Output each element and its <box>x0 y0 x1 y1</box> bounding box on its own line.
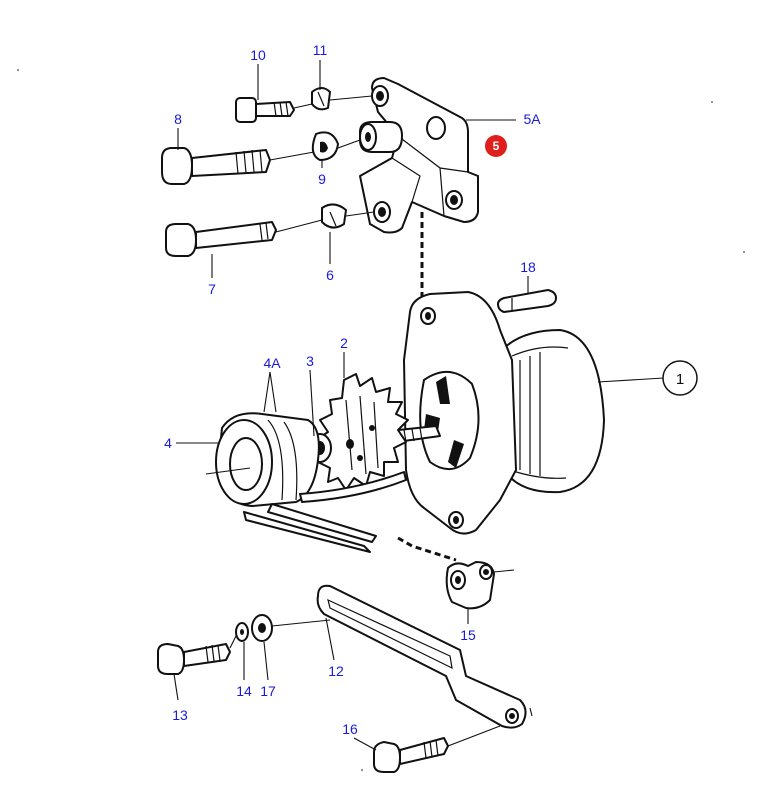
callouts: 1 2 3 4A 4 5A 5 6 7 8 9 10 <box>164 42 698 751</box>
washer-9 <box>311 131 339 161</box>
bracket-15 <box>445 561 515 610</box>
callout-18: 18 <box>520 259 536 275</box>
bolt-16 <box>373 725 501 773</box>
callout-circle-1 <box>662 360 698 396</box>
callout-8: 8 <box>174 111 182 127</box>
washer-11 <box>311 87 331 111</box>
callout-badge-5 <box>485 135 507 157</box>
washer-6 <box>321 203 347 229</box>
callout-14: 14 <box>236 683 252 699</box>
pulley-4 <box>205 412 320 507</box>
callout-5A: 5A <box>523 111 541 127</box>
bolt-10 <box>235 97 295 123</box>
tension-bar-12 <box>316 584 533 729</box>
callout-11: 11 <box>313 42 328 58</box>
washer-17 <box>251 614 273 642</box>
assembly-line-lower <box>397 536 457 562</box>
callout-7: 7 <box>208 281 216 297</box>
callout-2: 2 <box>340 335 348 351</box>
callout-6: 6 <box>326 267 334 283</box>
callout-9: 9 <box>318 171 326 187</box>
alternator <box>379 291 605 535</box>
fan-2 <box>315 373 409 491</box>
pin-18 <box>497 289 557 313</box>
bolt-8 <box>161 147 271 185</box>
bolt-13 <box>157 643 231 675</box>
washer-14 <box>235 622 249 642</box>
callout-5: 5 <box>493 139 500 153</box>
scan-specks <box>17 69 745 771</box>
callout-15: 15 <box>460 627 476 643</box>
callout-13: 13 <box>172 707 188 723</box>
callout-3: 3 <box>306 353 314 369</box>
bolt-7 <box>165 221 277 257</box>
drive-belt <box>243 471 407 553</box>
callout-17: 17 <box>260 683 276 699</box>
callout-12: 12 <box>328 663 344 679</box>
callout-10: 10 <box>250 47 266 63</box>
callout-1: 1 <box>676 371 684 388</box>
callout-4: 4 <box>164 435 172 451</box>
callout-4A: 4A <box>263 355 281 371</box>
mounting-bracket <box>359 77 479 234</box>
callout-16: 16 <box>342 721 358 737</box>
